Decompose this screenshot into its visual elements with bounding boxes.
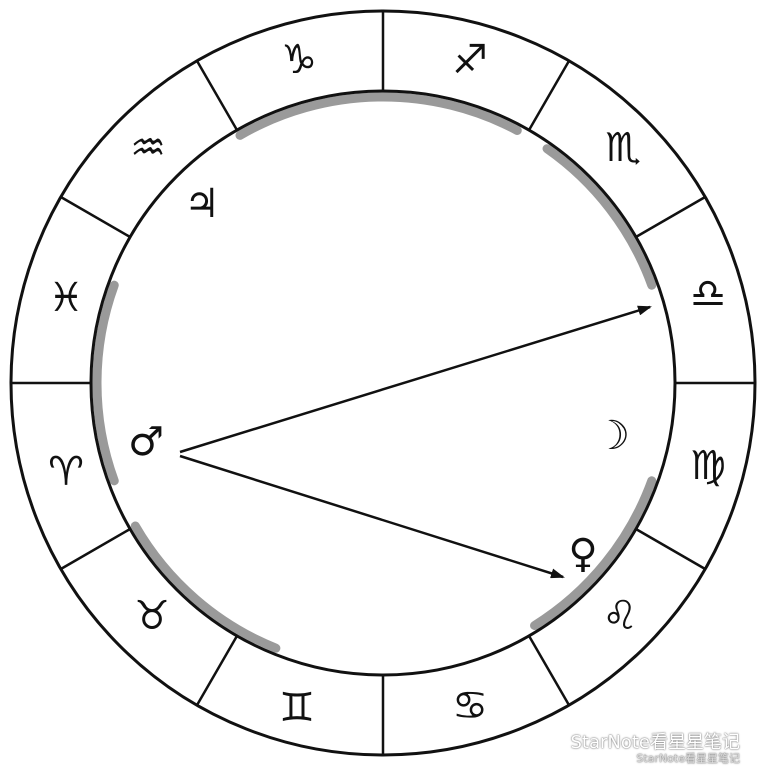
shaded-arc: [542, 144, 657, 290]
sign-divider: [195, 635, 239, 706]
shaded-arc: [130, 521, 281, 653]
cancer-glyph: ♋: [452, 683, 488, 729]
mars-to-venus-arrow: [179, 454, 565, 579]
moon-glyph: ☽: [594, 413, 630, 459]
wechat-icon: [538, 731, 564, 750]
aries-glyph: ♈: [48, 449, 84, 495]
mars-glyph: ♂: [128, 419, 164, 465]
sign-divider: [195, 60, 239, 131]
capricorn-glyph: ♑: [281, 37, 317, 83]
leo-glyph: ♌: [602, 593, 638, 639]
shaded-arc: [235, 92, 522, 140]
mars-to-libra-arrow: [179, 305, 652, 454]
aquarius-glyph: ♒: [130, 125, 166, 171]
taurus-glyph: ♉: [134, 593, 170, 639]
outer-ring: [9, 9, 757, 757]
aspect-arrows: [179, 305, 652, 579]
scorpio-glyph: ♏: [605, 125, 641, 171]
sign-divider: [527, 635, 571, 706]
shaded-arc: [530, 476, 657, 631]
sign-divider: [635, 195, 706, 239]
virgo-glyph: ♍: [690, 443, 726, 489]
shaded-arc: [92, 280, 119, 486]
sagittarius-glyph: ♐: [452, 37, 488, 83]
sign-divider: [527, 60, 571, 131]
sign-divider: [60, 527, 131, 571]
gemini-glyph: ♊: [279, 685, 315, 731]
pisces-glyph: ♓: [48, 275, 84, 321]
jupiter-glyph: ♃: [184, 181, 220, 227]
sign-divider: [635, 527, 706, 571]
libra-glyph: ♎: [690, 271, 726, 317]
watermark-text: StarNote看星星笔记: [570, 732, 740, 753]
venus-glyph: ♀: [568, 531, 597, 577]
planet-glyphs: ♃ ♂ ☽ ♀: [128, 181, 630, 577]
sign-divider: [60, 195, 131, 239]
shaded-arcs: [92, 92, 657, 653]
sign-dividers: [11, 11, 755, 755]
watermark-subtext: StarNote看星星笔记: [636, 752, 740, 765]
sign-glyphs: ♈ ♓ ♒ ♑ ♐ ♏ ♎ ♍ ♌ ♋ ♊ ♉: [48, 37, 726, 731]
watermark: StarNote看星星笔记 StarNote看星星笔记: [538, 728, 740, 765]
